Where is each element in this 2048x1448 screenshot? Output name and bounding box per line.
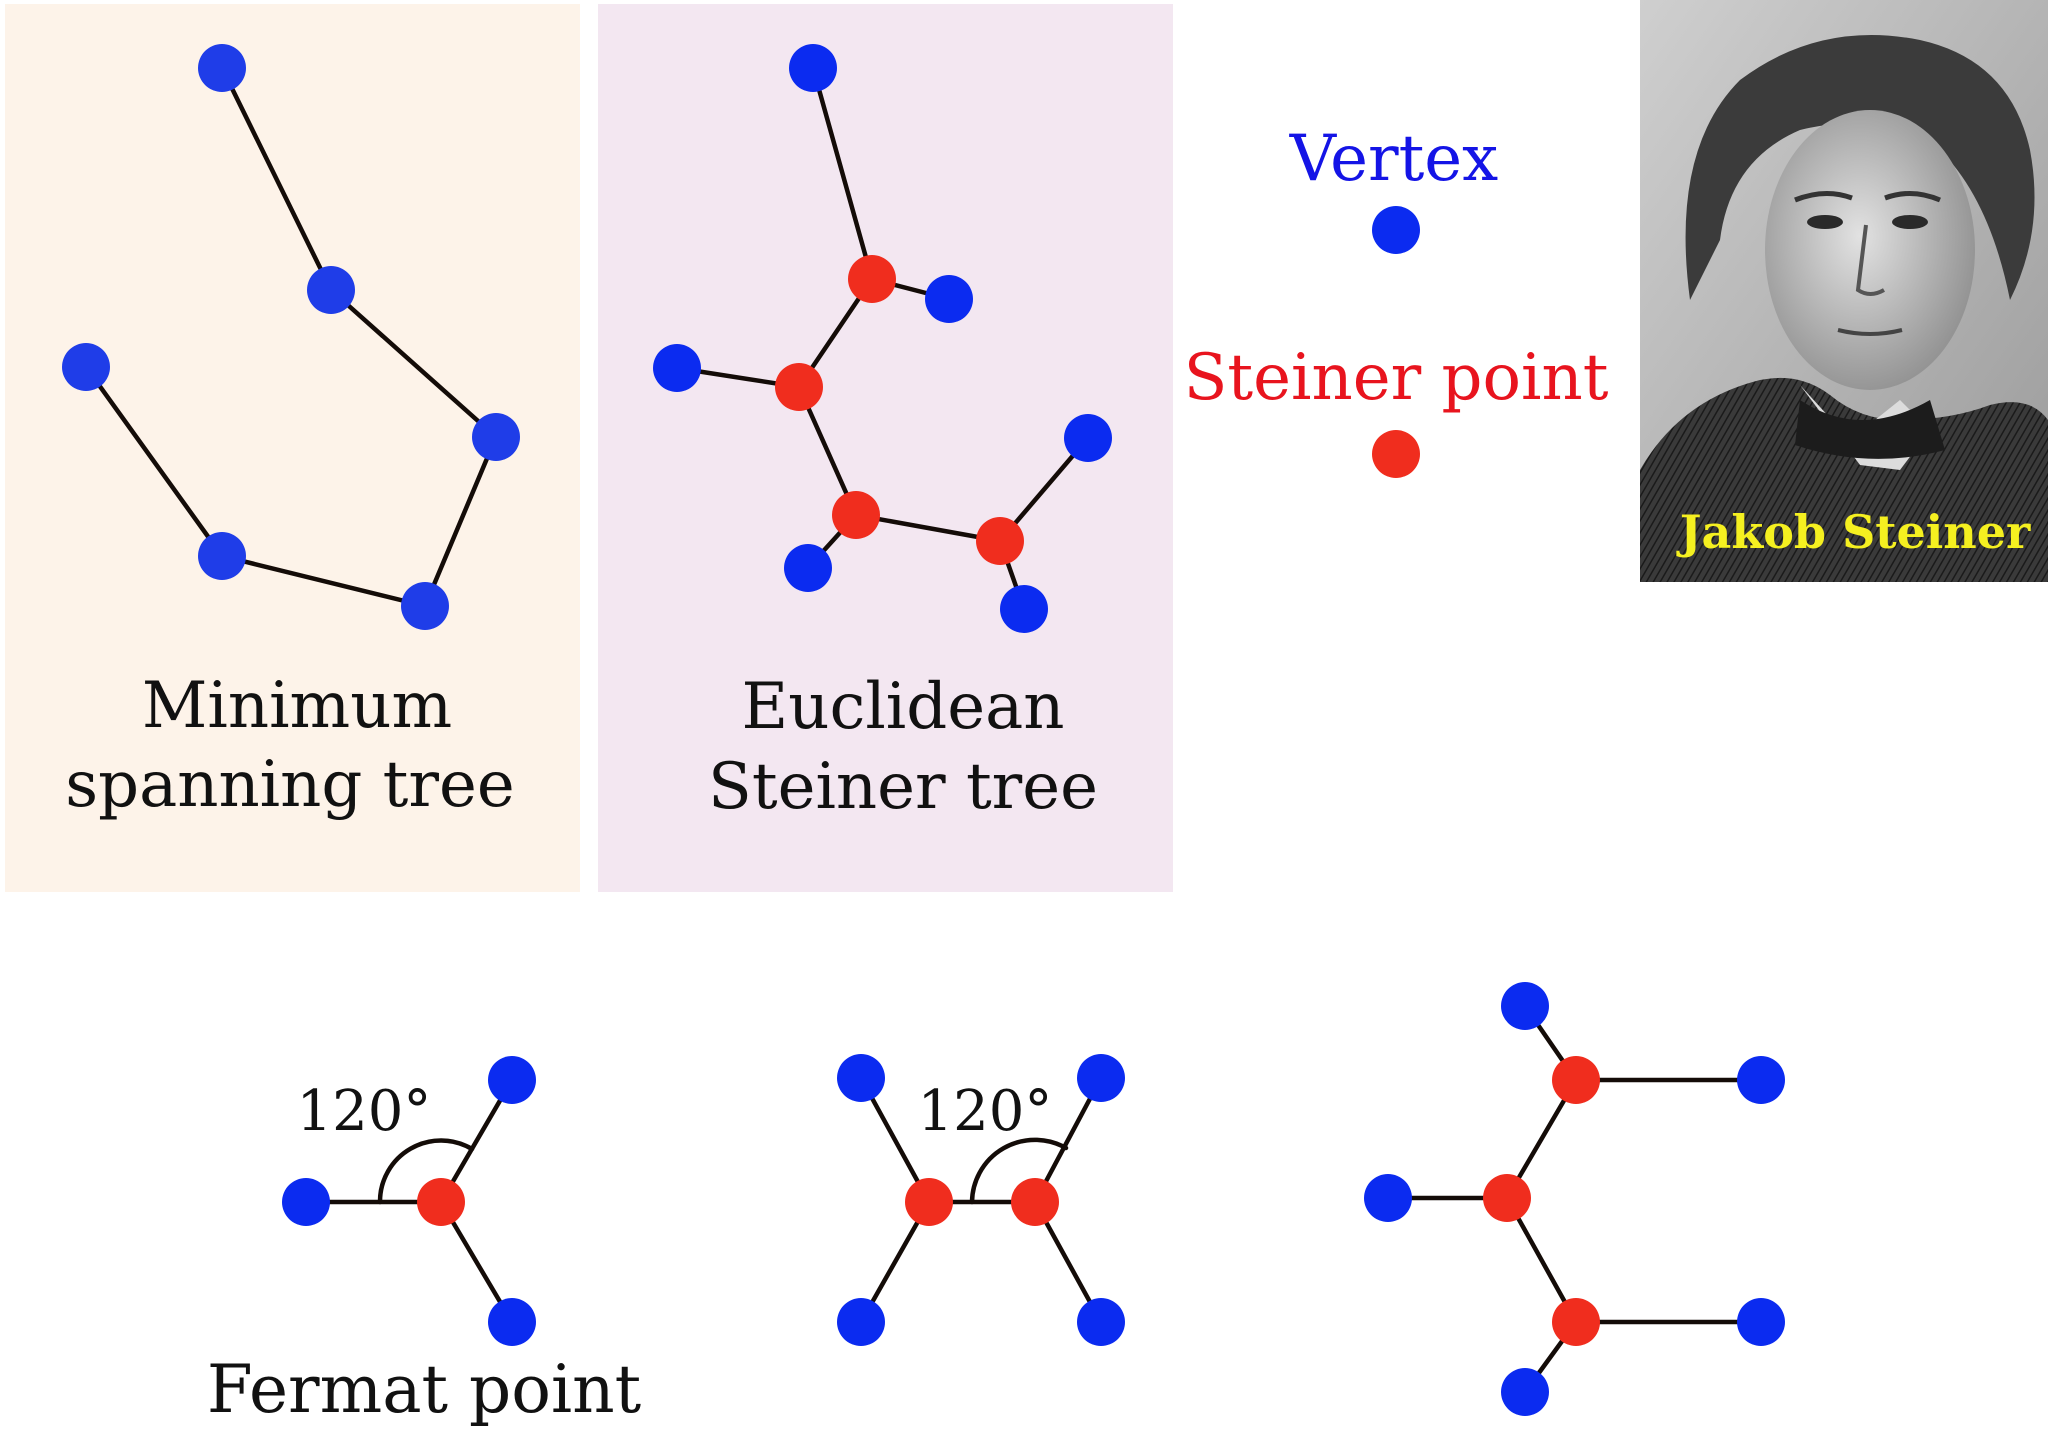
- mst-edge: [422, 434, 499, 609]
- vertex-node: [1737, 1298, 1785, 1346]
- portrait: Jakob Steiner: [1640, 0, 2048, 582]
- steiner-tree-steiner-points: [775, 255, 1024, 565]
- mst-edge: [328, 287, 499, 440]
- vertex-node: [837, 1054, 885, 1102]
- vertex-node: [1077, 1298, 1125, 1346]
- steiner-node: [1552, 1056, 1600, 1104]
- steiner-node: [832, 491, 880, 539]
- legend-steiner-marker: [1372, 430, 1420, 478]
- angle-arc: [377, 1138, 475, 1205]
- angle-label-1: 120°: [297, 1079, 432, 1144]
- steiner-node: [976, 517, 1024, 565]
- vertex-node: [307, 266, 355, 314]
- legend-vertex-label: Vertex: [1289, 122, 1499, 196]
- portrait-mouth: [1837, 328, 1903, 336]
- vertex-node: [925, 275, 973, 323]
- steiner-node: [775, 363, 823, 411]
- vertex-node: [488, 1298, 536, 1346]
- portrait-brows: [1794, 191, 1941, 203]
- steiner-node: [1011, 1178, 1059, 1226]
- mst-graph: [83, 65, 499, 609]
- fermat-point: [417, 1178, 465, 1226]
- steiner-tree-graph: [674, 65, 1091, 612]
- steiner-node: [848, 255, 896, 303]
- vertex-node: [62, 343, 110, 391]
- vertex-node: [1364, 1174, 1412, 1222]
- portrait-eye-left: [1807, 215, 1843, 229]
- vertex-node: [198, 44, 246, 92]
- vertex-node: [1737, 1056, 1785, 1104]
- vertex-node: [282, 1178, 330, 1226]
- steiner-tree-caption-line1: Euclidean: [742, 670, 1065, 744]
- vertex-node: [198, 532, 246, 580]
- mst-edge: [83, 364, 225, 559]
- portrait-eye-right: [1892, 215, 1928, 229]
- steiner-node: [905, 1178, 953, 1226]
- vertex-node: [401, 582, 449, 630]
- vertex-node: [653, 344, 701, 392]
- vertex-node: [472, 413, 520, 461]
- steiner-tree-vertices: [653, 44, 1112, 633]
- mst-edge: [219, 65, 334, 293]
- steiner-node: [1552, 1298, 1600, 1346]
- vertex-node: [789, 44, 837, 92]
- vertex-node: [837, 1298, 885, 1346]
- vertex-node: [488, 1056, 536, 1104]
- steiner-tree-caption-line2: Steiner tree: [708, 750, 1098, 824]
- portrait-caption: Jakob Steiner: [1676, 505, 2031, 559]
- legend-vertex-marker: [1372, 206, 1420, 254]
- portrait-nose: [1855, 224, 1885, 296]
- portrait-coat: [1640, 377, 2048, 582]
- vertex-node: [784, 544, 832, 592]
- mst-edge: [219, 553, 428, 609]
- vertex-node: [1077, 1054, 1125, 1102]
- steiner-node: [1483, 1174, 1531, 1222]
- angle-label-2: 120°: [918, 1079, 1053, 1144]
- mst-caption-line1: Minimum: [142, 669, 452, 743]
- mst-vertices: [62, 44, 520, 630]
- portrait-cravat: [1795, 400, 1945, 459]
- vertex-node: [1064, 414, 1112, 462]
- vertex-node: [1501, 982, 1549, 1030]
- portrait-hair: [1685, 35, 2035, 300]
- mst-caption-line2: spanning tree: [65, 748, 514, 822]
- fermat-caption: Fermat point: [207, 1351, 641, 1428]
- portrait-face: [1765, 110, 1975, 390]
- legend-steiner-label: Steiner point: [1184, 341, 1609, 415]
- steiner-edge: [853, 512, 1003, 544]
- angle-arc: [969, 1137, 1069, 1205]
- steiner-edge: [810, 65, 875, 282]
- vertex-node: [1501, 1368, 1549, 1416]
- vertex-node: [1000, 585, 1048, 633]
